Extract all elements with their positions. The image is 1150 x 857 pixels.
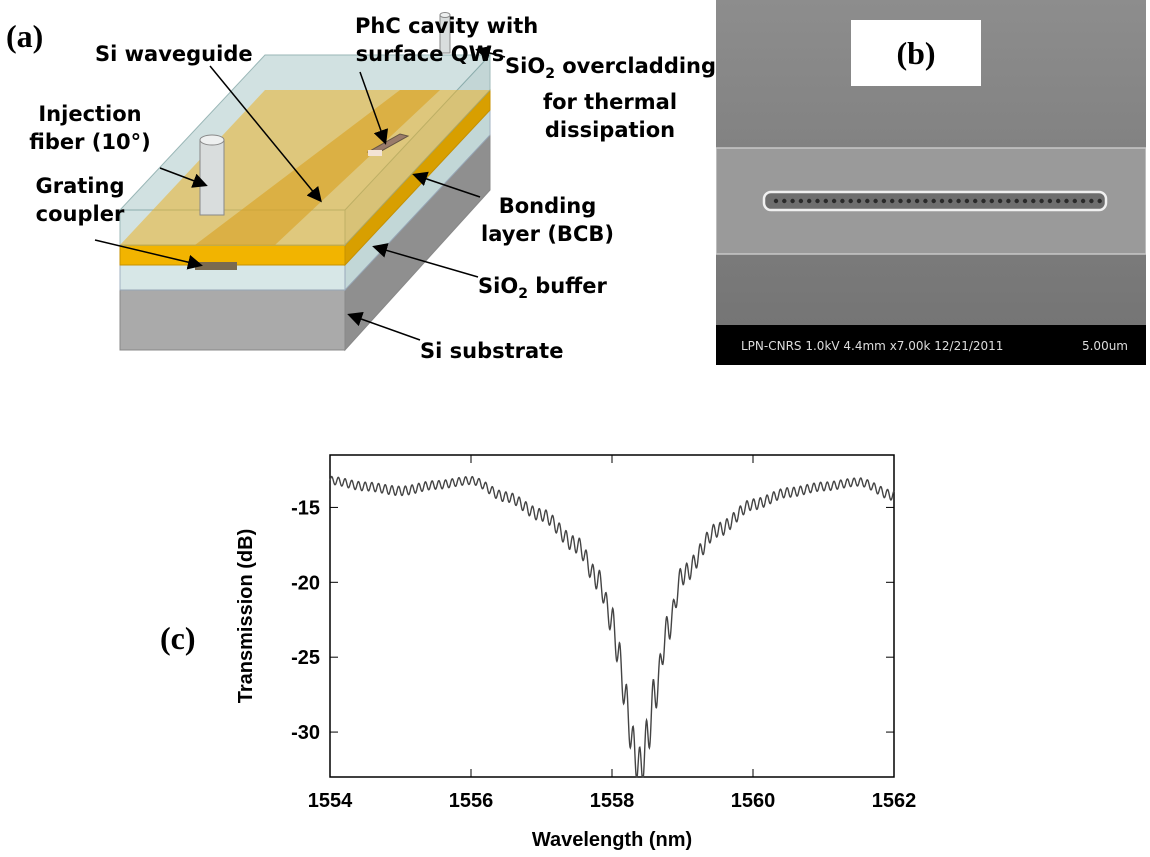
sem-hole: [997, 198, 1003, 204]
sem-hole: [1022, 198, 1028, 204]
y-axis-title: Transmission (dB): [235, 529, 257, 703]
sem-hole: [890, 198, 895, 204]
sem-info-text: LPN-CNRS 1.0kV 4.4mm x7.00k 12/21/2011: [741, 339, 1004, 353]
sem-hole: [848, 198, 853, 204]
sem-hole: [790, 198, 795, 204]
sem-hole: [1072, 198, 1077, 204]
label-sio2-buffer: SiO2 buffer: [478, 274, 607, 303]
sem-hole: [807, 198, 812, 204]
y-tick-label: -15: [291, 497, 320, 519]
device-schematic: [94, 12, 506, 352]
sem-hole: [1064, 198, 1069, 204]
plot-frame: [329, 454, 895, 778]
sem-hole: [865, 198, 870, 204]
label-grating-coupler: Grating coupler: [35, 174, 125, 226]
sem-hole: [956, 198, 961, 204]
sem-hole: [914, 198, 920, 204]
sem-hole: [782, 198, 787, 204]
sem-hole: [1006, 198, 1011, 204]
sem-hole: [856, 198, 862, 204]
sem-hole: [773, 198, 779, 204]
sem-hole: [1097, 198, 1102, 204]
sem-hole: [898, 198, 903, 204]
sem-hole: [906, 198, 911, 204]
label-bonding-layer: Bonding layer (BCB): [481, 194, 614, 246]
substrate-front: [119, 289, 346, 351]
sem-hole: [989, 198, 994, 204]
label-si-waveguide: Si waveguide: [95, 42, 253, 66]
injection-fiber: [199, 139, 225, 216]
sem-hole: [1089, 198, 1094, 204]
sem-hole: [873, 198, 878, 204]
sem-hole: [931, 198, 936, 204]
sem-hole: [831, 198, 837, 204]
sem-hole: [840, 198, 845, 204]
label-injection-fiber: Injection fiber (10°): [29, 102, 151, 154]
sem-hole-row: [773, 198, 1102, 204]
sem-hole: [1014, 198, 1019, 204]
sem-hole: [923, 198, 928, 204]
sem-hole: [1039, 198, 1044, 204]
y-tick-label: -30: [291, 722, 320, 744]
panel-a-letter: (a): [6, 18, 44, 54]
y-tick-label: -25: [291, 647, 320, 669]
sem-hole: [981, 198, 986, 204]
panel-c-letter: (c): [160, 620, 196, 656]
x-tick-label: 1560: [731, 790, 776, 812]
sem-hole: [815, 198, 820, 204]
label-phc-cavity: PhC cavity with surface QWs: [355, 14, 539, 66]
label-si-substrate: Si substrate: [420, 339, 564, 363]
sem-hole: [1080, 198, 1086, 204]
sem-hole: [823, 198, 828, 204]
x-tick-label: 1562: [872, 790, 917, 812]
sem-hole: [973, 198, 978, 204]
sem-scale-text: 5.00um: [1081, 339, 1128, 353]
transmission-series-line: [329, 475, 895, 778]
panel-b-letter: (b): [851, 20, 981, 86]
sem-hole: [1056, 198, 1061, 204]
x-axis-title: Wavelength (nm): [532, 829, 692, 851]
x-tick-label: 1558: [590, 790, 635, 812]
sem-hole: [1047, 198, 1053, 204]
x-tick-label: 1554: [308, 790, 353, 812]
sem-image: (b) LPN-CNRS 1.0kV 4.4mm x7.00k 12/21/20…: [716, 0, 1146, 365]
grating-coupler: [195, 262, 237, 270]
sem-hole: [948, 198, 953, 204]
sem-hole: [881, 198, 887, 204]
sem-hole: [798, 198, 804, 204]
sem-info-bar: LPN-CNRS 1.0kV 4.4mm x7.00k 12/21/2011 5…: [716, 325, 1146, 365]
sem-hole: [1031, 198, 1036, 204]
label-sio2-overcladding: SiO2 overcladding for thermal dissipatio…: [505, 54, 717, 143]
sem-hole: [939, 198, 945, 204]
sem-hole: [964, 198, 970, 204]
x-tick-label: 1556: [449, 790, 494, 812]
y-tick-label: -20: [291, 572, 320, 594]
